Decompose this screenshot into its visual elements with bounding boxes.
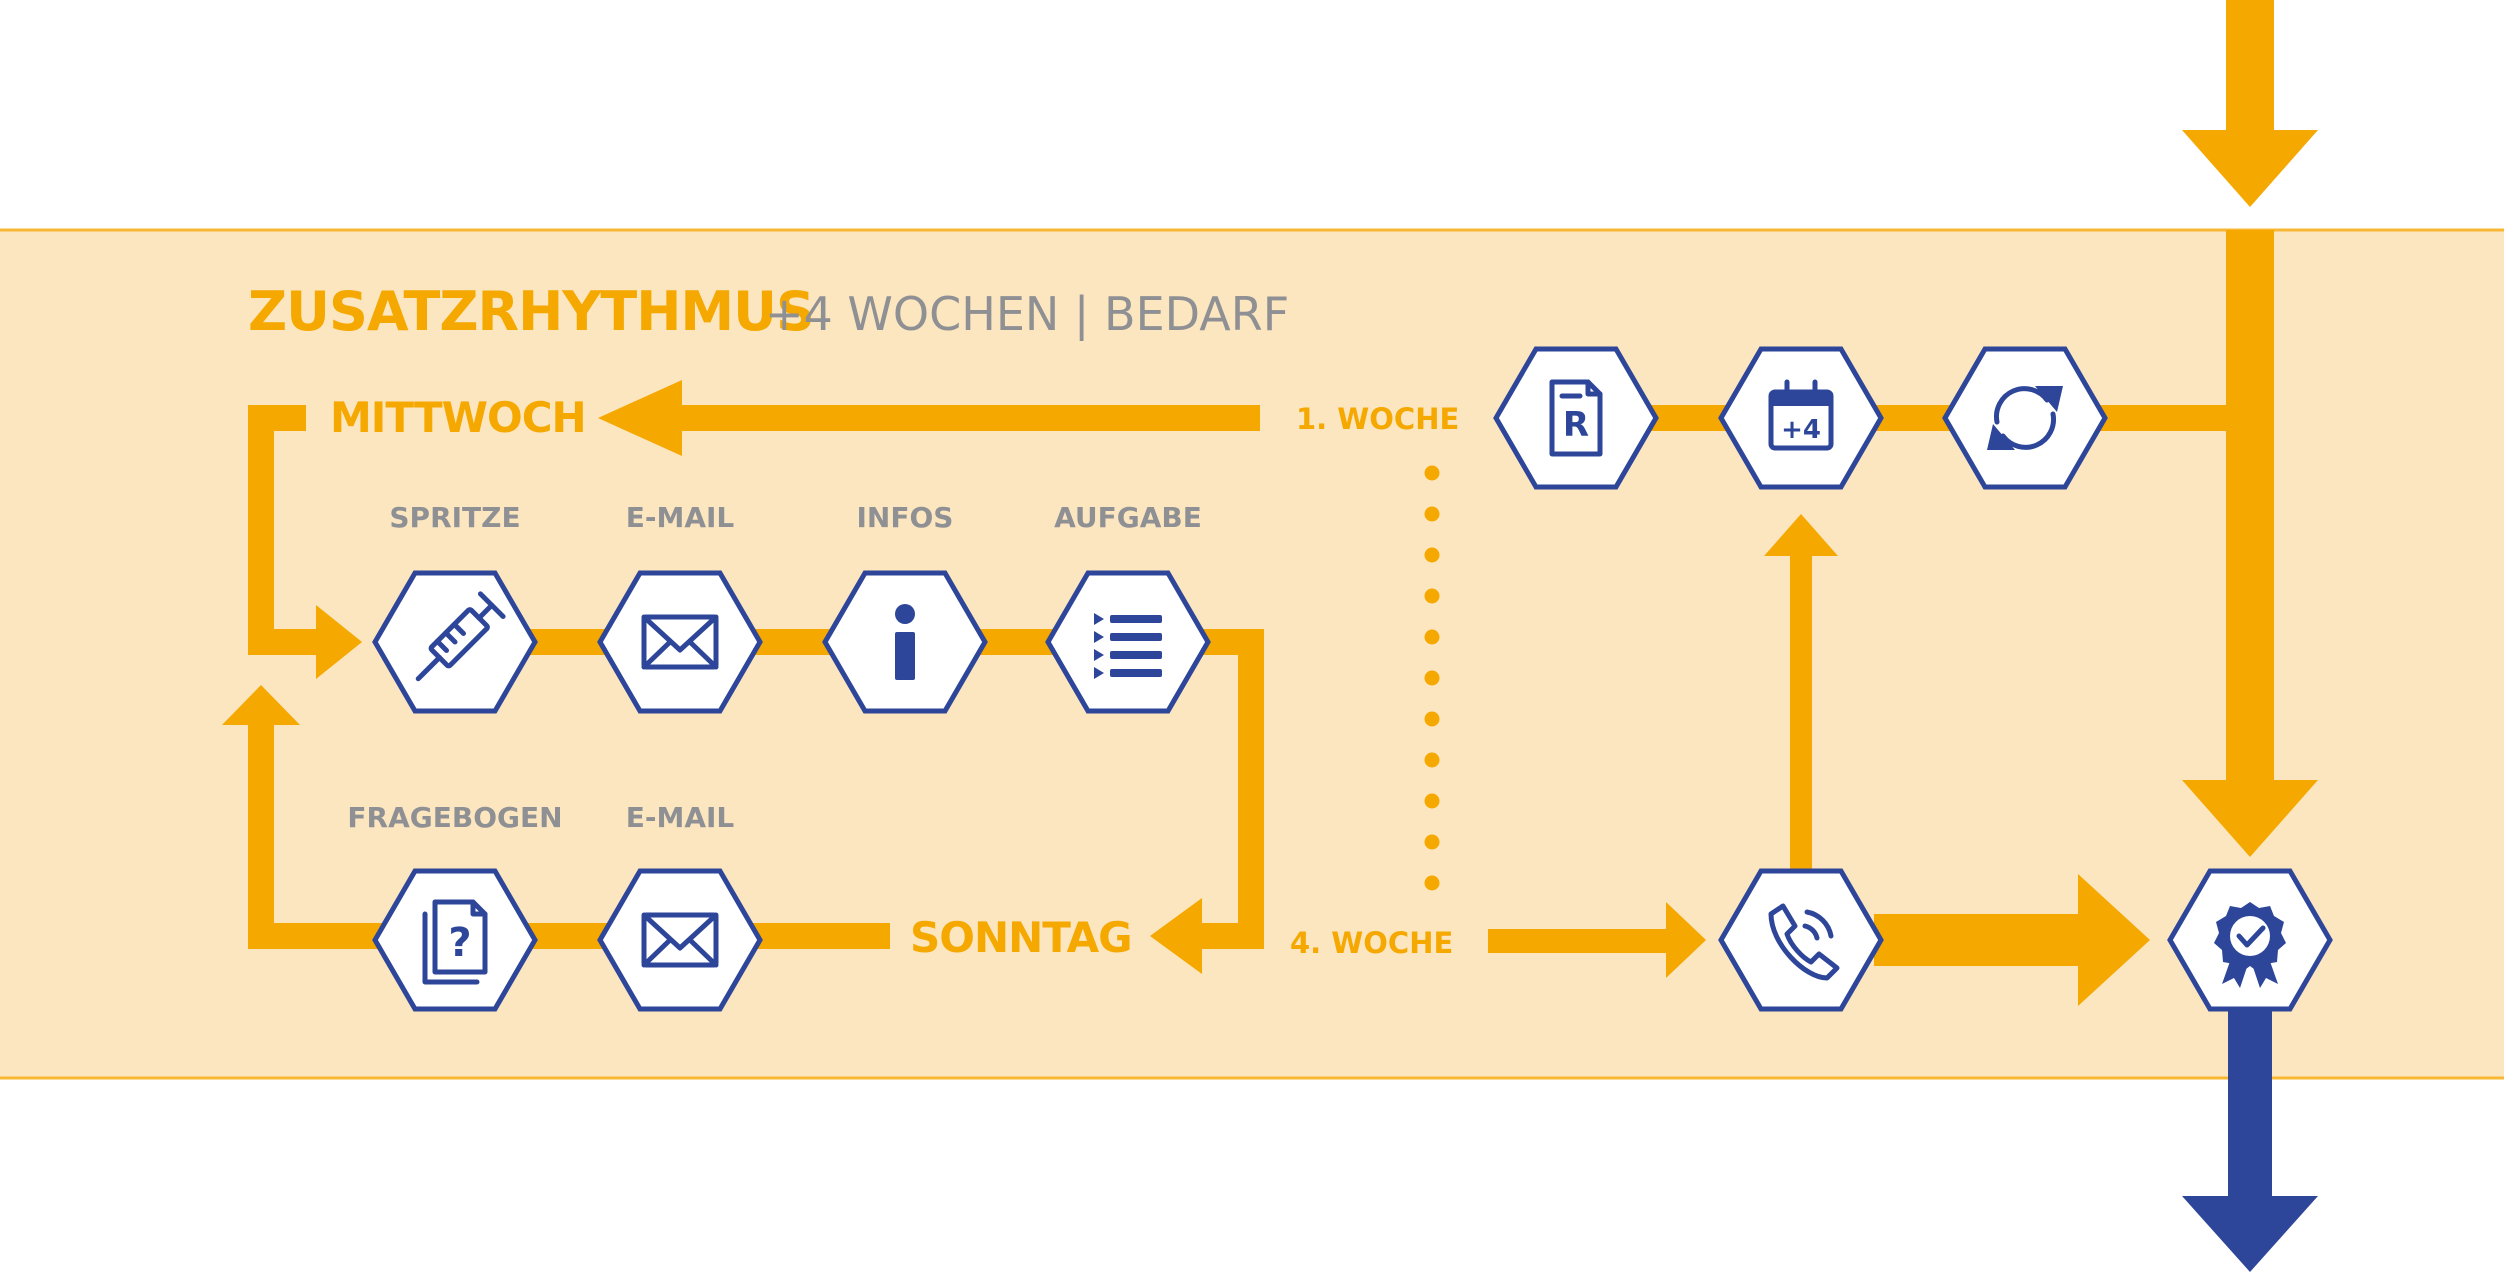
svg-text:?: ?: [448, 920, 471, 966]
calendar-icon: +4: [1768, 379, 1834, 451]
label-sonntag: SONNTAG: [910, 913, 1132, 962]
diagram-subtitle: +4 WOCHEN | BEDARF: [765, 287, 1289, 342]
exit-arrow-head: [2182, 1196, 2318, 1272]
node-label-fragebogen: FRAGEBOGEN: [347, 801, 562, 834]
node-label-infos: INFOS: [857, 501, 954, 534]
node-kalender: +4: [1718, 346, 1884, 490]
week1-arrow-head: [598, 380, 682, 456]
right-loop-h2: [1200, 923, 1264, 949]
node-rezept: R: [1493, 346, 1659, 490]
label-mittwoch: MITTWOCH: [330, 393, 586, 442]
info-icon: [895, 604, 915, 680]
phone-to-award-shaft: [1874, 914, 2082, 966]
phone-to-award-arrow-head: [2078, 874, 2150, 1006]
sonntag-arrow-head: [1150, 898, 1202, 974]
questionnaire-icon: ?: [422, 899, 488, 985]
node-infos: [822, 570, 988, 714]
left-top-loop-v: [248, 405, 274, 655]
left-top-loop-arrow: [316, 605, 362, 679]
week4-arrow-head: [1666, 902, 1706, 978]
entry-arrow-shaft: [2226, 0, 2274, 130]
node-aufgabe: [1045, 570, 1211, 714]
node-label-email-bottom: E-MAIL: [626, 801, 735, 834]
right-vertical-line: [2226, 230, 2274, 780]
phone-up-arrow-head: [1764, 514, 1838, 556]
node-abschluss: [2167, 868, 2333, 1012]
node-wiederholung: [1942, 346, 2108, 490]
task-list-icon: [1094, 613, 1162, 679]
entry-arrow-head: [2182, 130, 2318, 207]
node-spritze: [372, 570, 538, 714]
phone-up-shaft: [1790, 556, 1812, 876]
week1-arrow-shaft: [680, 405, 1260, 431]
node-telefon: [1718, 868, 1884, 1012]
node-email-top: [597, 570, 763, 714]
week4-arrow-shaft: [1488, 929, 1668, 953]
node-label-aufgabe: AUFGABE: [1054, 501, 1202, 534]
exit-arrow-shaft: [2228, 1010, 2272, 1198]
right-loop-v: [1238, 629, 1264, 949]
svg-text:R: R: [1563, 405, 1589, 445]
envelope-icon: [641, 614, 719, 670]
svg-text:+4: +4: [1781, 415, 1821, 445]
dotted-connector: [1424, 465, 1440, 891]
label-week4: 4. WOCHE: [1290, 926, 1453, 960]
syringe-icon: [415, 591, 506, 682]
diagram-title: ZUSATZRHYTHMUS: [248, 280, 814, 343]
phone-icon: [1768, 903, 1840, 981]
label-week1: 1. WOCHE: [1296, 402, 1459, 436]
prescription-icon: R: [1549, 379, 1603, 457]
top-right-connector: [1600, 405, 2250, 431]
left-bottom-loop-arrow: [222, 685, 300, 725]
left-top-loop-h2: [248, 629, 323, 655]
node-email-bottom: [597, 868, 763, 1012]
right-vertical-arrow-head: [2182, 780, 2318, 857]
node-label-spritze: SPRITZE: [389, 501, 520, 534]
bottom-row-link-sonntag: [745, 923, 890, 949]
left-bottom-loop-v: [248, 725, 274, 949]
node-fragebogen: ?: [372, 868, 538, 1012]
node-label-email-top: E-MAIL: [626, 501, 735, 534]
envelope-icon: [641, 912, 719, 968]
award-badge-icon: [2214, 902, 2286, 988]
refresh-icon: [1987, 386, 2063, 450]
